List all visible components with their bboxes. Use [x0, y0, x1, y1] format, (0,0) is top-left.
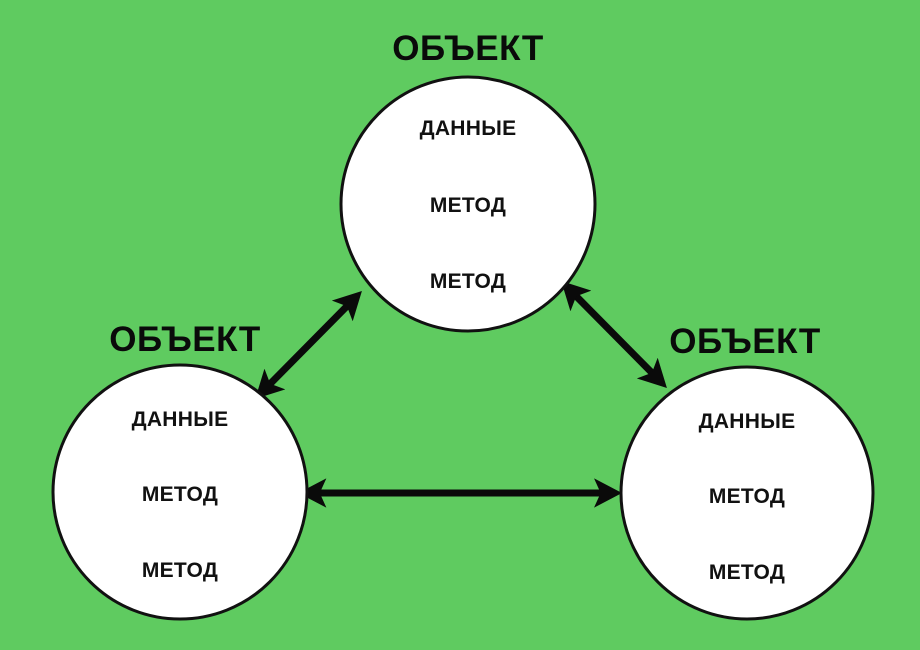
object-top-method-2-label: МЕТОД — [430, 270, 506, 293]
object-node-left[interactable]: ОБЪЕКТ ДАННЫЕ МЕТОД МЕТОД — [51, 320, 309, 621]
object-node-top[interactable]: ОБЪЕКТ ДАННЫЕ МЕТОД МЕТОД — [339, 29, 597, 333]
object-title-left: ОБЪЕКТ — [109, 320, 260, 359]
object-right-method-1-label: МЕТОД — [709, 485, 785, 508]
object-title-right: ОБЪЕКТ — [669, 322, 820, 361]
object-top-data-label: ДАННЫЕ — [420, 117, 517, 140]
object-circle-top[interactable] — [339, 75, 597, 333]
object-left-data-label: ДАННЫЕ — [132, 408, 229, 431]
object-node-right[interactable]: ОБЪЕКТ ДАННЫЕ МЕТОД МЕТОД — [619, 322, 875, 621]
connection-top-right-arrow — [561, 281, 667, 388]
object-right-method-2-label: МЕТОД — [709, 561, 785, 584]
object-right-data-label: ДАННЫЕ — [699, 410, 796, 433]
object-left-method-2-label: МЕТОД — [142, 559, 218, 582]
object-title-top: ОБЪЕКТ — [392, 29, 543, 68]
object-circle-left[interactable] — [51, 363, 309, 621]
connection-left-top-arrow — [255, 291, 362, 399]
object-circle-right[interactable] — [619, 365, 875, 621]
object-top-method-1-label: МЕТОД — [430, 194, 506, 217]
object-left-method-1-label: МЕТОД — [142, 483, 218, 506]
